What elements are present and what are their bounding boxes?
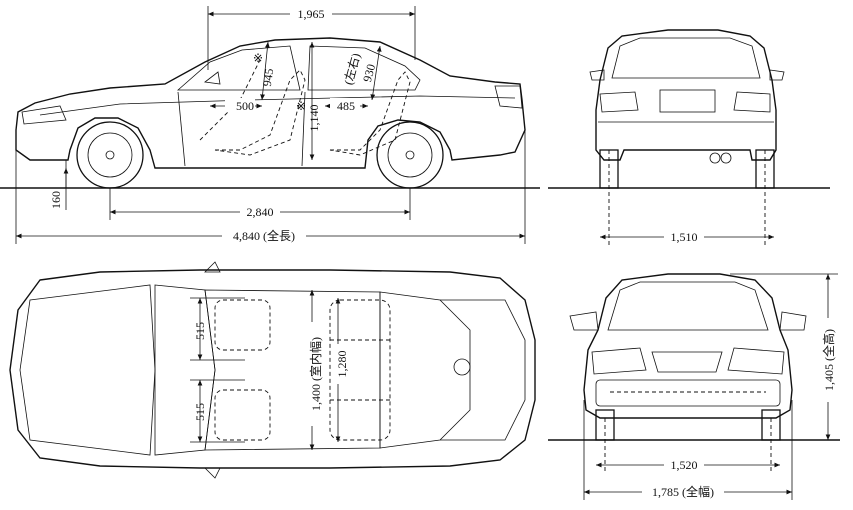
side-body-outline — [15, 37, 526, 169]
headroom-front-dimension: 945 — [260, 68, 276, 88]
rear-body-outline — [595, 29, 777, 161]
headroom-front-mark: ※ — [253, 51, 263, 65]
overall-height-dimension: 1,405 (全高) — [821, 329, 836, 391]
legroom-front-mark: ※ — [296, 99, 306, 113]
rear-view: 1,510 — [548, 29, 830, 245]
front-track-dimension: 1,520 — [671, 458, 698, 472]
overall-width-dimension: 1,785 (全幅) — [652, 484, 714, 499]
seat-width-front-dimension: 515 — [193, 322, 207, 340]
ground-clearance-dimension: 160 — [49, 191, 63, 209]
rear-track-dimension: 1,510 — [671, 230, 698, 244]
interior-length-dimension: 1,140 — [307, 105, 321, 132]
legroom-rear-dimension: 485 — [337, 99, 355, 113]
overall-length-dimension: 4,840 (全長) — [233, 228, 295, 243]
headroom-rear-dimension: 930 — [360, 62, 378, 83]
top-body-outline — [9, 269, 536, 469]
front-body-outline — [583, 273, 793, 419]
seat-width-rear-dimension: 515 — [193, 403, 207, 421]
roof-length-dimension: 1,965 — [298, 7, 325, 21]
legroom-front-dimension: 500 — [236, 99, 254, 113]
front-view: 1,520 1,785 (全幅) 1,405 (全高) — [548, 273, 840, 500]
interior-height-dimension: 1,280 — [335, 351, 349, 378]
top-view: 515 515 1,400 (室内幅) 1,280 — [9, 261, 536, 479]
wheelbase-dimension: 2,840 — [247, 205, 274, 219]
side-view: 1,965 ※ 945 (左右) 930 500 485 ※ 1,140 160… — [0, 6, 540, 244]
interior-width-dimension: 1,400 (室内幅) — [308, 337, 323, 411]
